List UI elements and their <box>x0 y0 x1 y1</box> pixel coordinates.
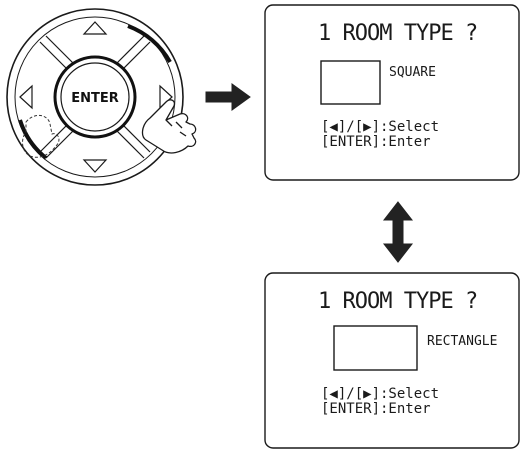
toggle-double-arrow-icon <box>382 201 414 263</box>
up-arrow-button[interactable] <box>82 21 108 35</box>
screen-title: 1 ROOM TYPE ? <box>318 21 477 46</box>
help-line-select: [◀]/[▶]:Select <box>321 386 439 402</box>
pressing-finger-icon <box>141 99 197 154</box>
remote-control-pad: ENTER <box>6 8 197 186</box>
pad-inner-rim <box>14 16 176 178</box>
dashed-finger-outline <box>22 115 60 158</box>
option-label: RECTANGLE <box>427 334 497 349</box>
display-screen-rectangle: 1 ROOM TYPE ? RECTANGLE [◀]/[▶]:Select [… <box>264 272 520 449</box>
rectangle-shape-icon <box>333 325 418 371</box>
pad-highlight-upper-right <box>127 24 172 64</box>
option-label: SQUARE <box>389 65 436 80</box>
left-arrow-button[interactable] <box>19 84 33 110</box>
help-line-enter: [ENTER]:Enter <box>321 401 431 417</box>
enter-button[interactable] <box>60 62 130 132</box>
help-line-enter: [ENTER]:Enter <box>321 134 431 150</box>
enter-button-label: ENTER <box>71 91 119 106</box>
screen-frame <box>264 4 520 181</box>
pad-highlight-lower-left <box>18 119 48 160</box>
screen-title: 1 ROOM TYPE ? <box>318 289 477 314</box>
flow-arrow-right-icon <box>205 83 251 111</box>
down-arrow-button[interactable] <box>82 159 108 173</box>
square-shape-icon <box>320 60 381 105</box>
display-screen-square: 1 ROOM TYPE ? SQUARE [◀]/[▶]:Select [ENT… <box>264 4 520 181</box>
help-line-select: [◀]/[▶]:Select <box>321 119 439 135</box>
pad-separators <box>39 35 151 159</box>
